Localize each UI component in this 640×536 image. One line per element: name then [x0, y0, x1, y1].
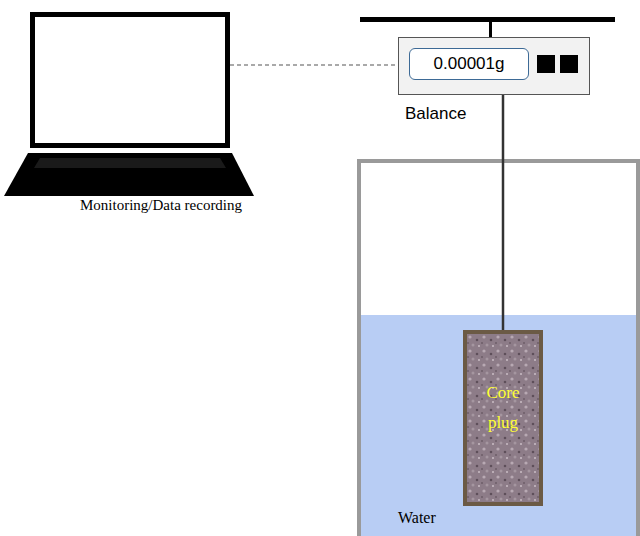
laptop-base: [4, 153, 254, 196]
region-label: Water: [398, 509, 436, 527]
data-cable: [230, 64, 398, 65]
balance-bar: [360, 17, 615, 22]
balance-display: 0.00001g: [409, 48, 529, 80]
laptop-node: Monitoring/Data recording: [30, 12, 230, 148]
laptop-keyboard: [34, 158, 226, 168]
tank-outline: [359, 161, 640, 536]
part-label: Balance: [405, 104, 466, 124]
button-square: [560, 55, 578, 73]
caption-label: Monitoring/Data recording: [80, 197, 242, 214]
suspension-wire: [502, 95, 505, 330]
tank-wall: [636, 161, 640, 536]
core-node: Core plug: [463, 330, 543, 506]
core-label: Core plug: [481, 378, 525, 438]
water-fill: [360, 315, 640, 536]
balance-node: 0.00001gBalance: [398, 37, 590, 95]
button-square: [537, 55, 555, 73]
core-label-wrap: Core plug: [467, 378, 539, 438]
balance-stem: [489, 22, 492, 37]
